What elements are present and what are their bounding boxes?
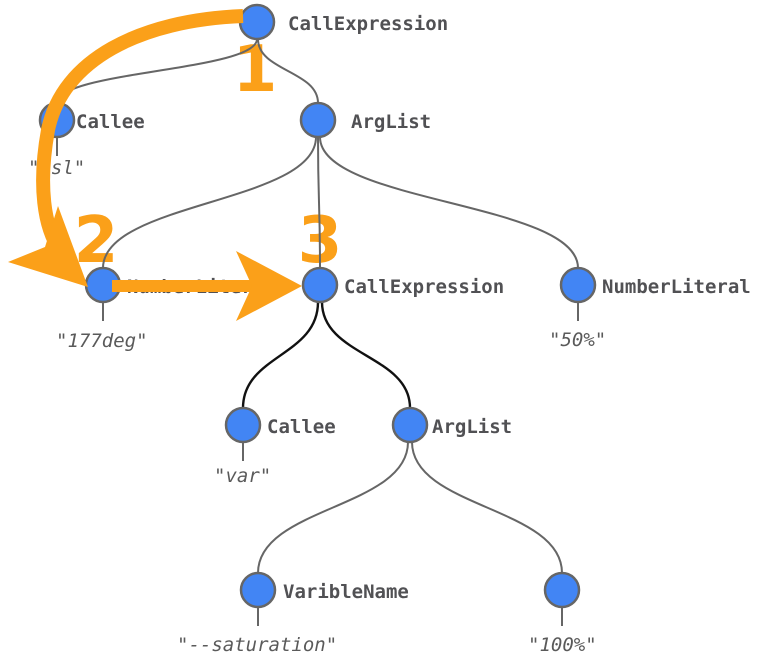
label-percent50-numberliteral: NumberLiteral xyxy=(602,276,751,298)
label-callee2: Callee xyxy=(267,416,336,438)
label-call2-callexpression: CallExpression xyxy=(344,276,504,298)
node-call2-callexpression xyxy=(301,266,339,304)
edge-arglist2-varname xyxy=(257,441,409,574)
value-100pct: "100%" xyxy=(528,634,597,656)
traversal-annotations xyxy=(8,9,302,321)
node-arglist1 xyxy=(299,101,337,139)
leaf-value-ticks xyxy=(56,137,579,626)
edge-root-arglist1 xyxy=(257,38,319,104)
value-saturation: "--saturation" xyxy=(177,634,337,656)
traversal-arc-arrow xyxy=(36,9,244,255)
edge-call2-callee2 xyxy=(241,301,320,409)
edge-call2-arglist2 xyxy=(320,301,412,409)
edge-arglist2-fallback xyxy=(411,441,563,574)
node-root-callexpression xyxy=(238,3,276,41)
step-2-number: 2 xyxy=(74,204,119,278)
node-fallback xyxy=(543,571,581,609)
traversal-step-numbers: 1 2 3 xyxy=(74,33,343,278)
edge-arglist1-call2 xyxy=(317,136,321,269)
node-labels: CallExpression Callee ArgList NumberLite… xyxy=(76,13,751,603)
node-percent50-numberliteral xyxy=(559,266,597,304)
value-var: "var" xyxy=(214,465,271,487)
traversal-horizontal-arrowhead-icon xyxy=(236,251,302,321)
tree-edges xyxy=(56,38,579,574)
node-callee2 xyxy=(224,406,262,444)
label-variblename: VaribleName xyxy=(283,581,409,603)
label-arglist2: ArgList xyxy=(432,416,512,438)
value-177deg: "177deg" xyxy=(56,330,148,352)
label-callee1: Callee xyxy=(76,111,145,133)
edge-arglist1-hue xyxy=(102,136,317,269)
edge-arglist1-percent50 xyxy=(319,136,579,269)
node-variblename xyxy=(239,571,277,609)
value-50pct: "50%" xyxy=(549,329,606,351)
traversal-arc-arrowhead-icon xyxy=(8,206,88,287)
label-root-callexpression: CallExpression xyxy=(288,13,448,35)
label-arglist1: ArgList xyxy=(351,111,431,133)
node-arglist2 xyxy=(391,406,429,444)
